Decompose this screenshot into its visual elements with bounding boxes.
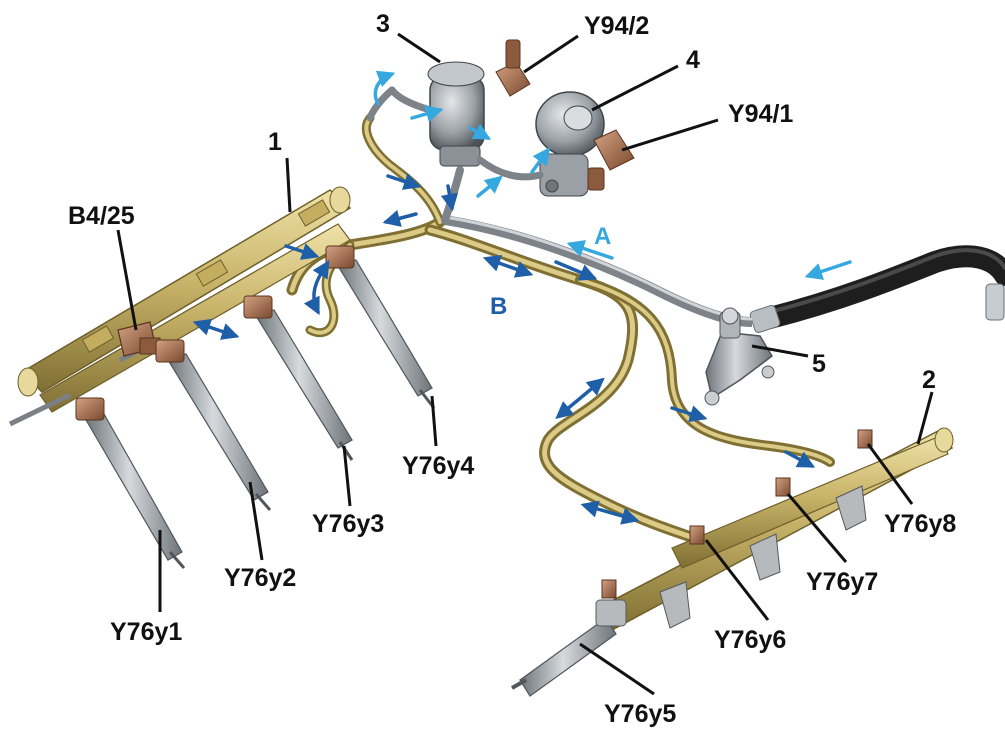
injector-y76y4 — [326, 246, 434, 408]
injector-y76y1 — [76, 398, 184, 568]
fuel-supply-hose — [749, 250, 1005, 333]
label-y76y5: Y76y5 — [604, 700, 676, 728]
label-5: 5 — [812, 350, 826, 378]
leader-3 — [398, 34, 440, 62]
injector-y76y5 — [512, 600, 626, 696]
label-y76y1: Y76y1 — [110, 618, 182, 646]
high-pressure-pump-4 — [536, 92, 634, 196]
label-1: 1 — [268, 128, 282, 156]
leader-y76y5 — [580, 644, 654, 694]
leader-y94-2 — [524, 36, 578, 72]
label-y76y8: Y76y8 — [884, 510, 956, 538]
flow-arrows — [206, 74, 850, 520]
label-b4-25: B4/25 — [68, 202, 135, 230]
label-y94-1: Y94/1 — [728, 100, 793, 128]
leader-y94-1 — [622, 120, 718, 150]
leader-y76y4 — [432, 396, 436, 446]
label-flow-b: B — [490, 293, 507, 320]
high-pressure-pump-3 — [428, 40, 530, 166]
label-y76y7: Y76y7 — [806, 568, 878, 596]
label-y76y4: Y76y4 — [402, 452, 474, 480]
label-y76y6: Y76y6 — [714, 626, 786, 654]
label-y76y2: Y76y2 — [224, 564, 296, 592]
label-y94-2: Y94/2 — [584, 12, 649, 40]
leader-4 — [592, 66, 678, 110]
label-4: 4 — [686, 46, 700, 74]
label-3: 3 — [376, 10, 390, 38]
label-2: 2 — [922, 366, 936, 394]
labels: 1 2 3 4 5 B4/25 Y94/2 Y94/1 A B Y76y1 Y7… — [68, 10, 956, 728]
label-y76y3: Y76y3 — [312, 510, 384, 538]
label-flow-a: A — [594, 223, 611, 250]
leader-1 — [287, 158, 290, 212]
fuel-rail-left — [10, 187, 350, 424]
injector-y76y2 — [156, 340, 270, 510]
